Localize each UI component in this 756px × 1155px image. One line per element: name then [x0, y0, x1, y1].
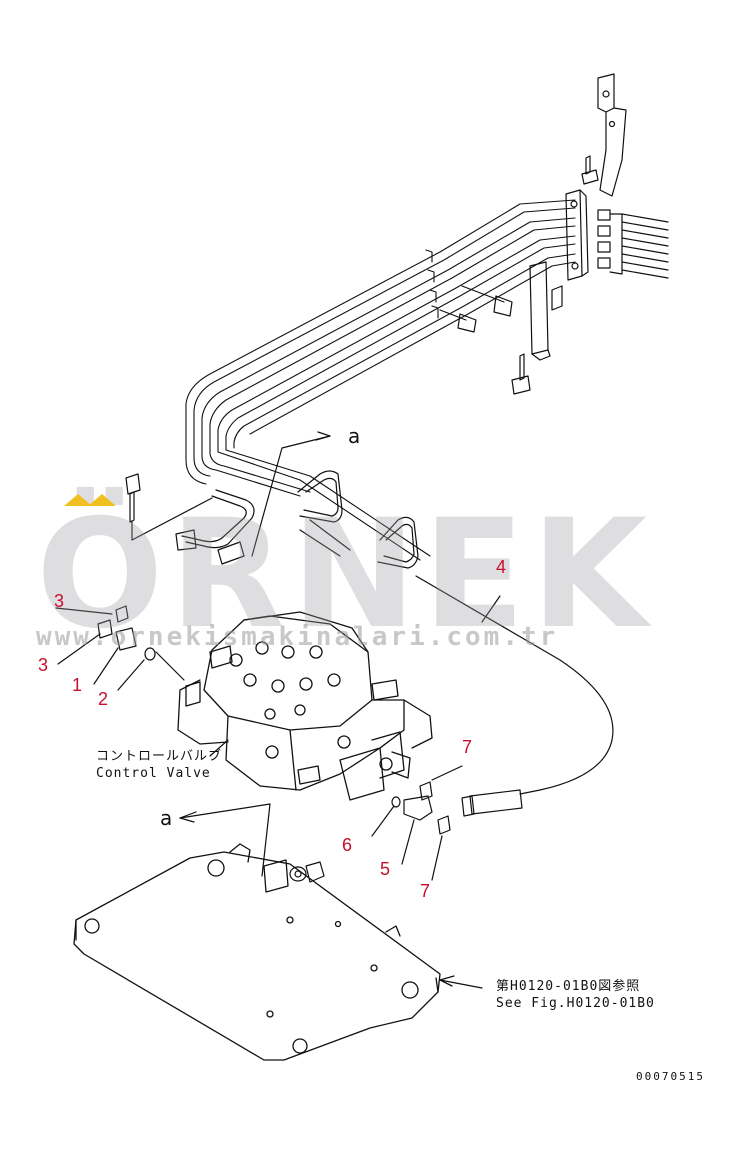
- view-marker-bottom: a: [160, 806, 173, 830]
- fittings-left: [55, 605, 185, 691]
- cv-leader: [209, 739, 229, 757]
- fittings-right: [371, 765, 463, 881]
- lower-bolt: [511, 353, 531, 395]
- callout-7-upper: 7: [462, 737, 473, 757]
- document-number: 00070515: [636, 1070, 705, 1083]
- callout-3-lower: 3: [38, 655, 49, 675]
- upper-bolt: [581, 155, 599, 185]
- manifold-block: [565, 189, 611, 281]
- control-valve: [177, 611, 433, 801]
- watermark-accent: [64, 494, 92, 506]
- hose-ends: [609, 213, 669, 279]
- bent-tubes: [175, 489, 255, 565]
- callout-7-lower: 7: [420, 881, 431, 901]
- callout-5: 5: [380, 859, 391, 879]
- control-valve-label-jp: コントロールバルブ: [96, 749, 223, 764]
- u-tubes: [297, 470, 419, 569]
- callout-1: 1: [72, 675, 83, 695]
- view-leaders: [251, 431, 331, 557]
- watermark-accent-2: [88, 494, 116, 506]
- see-fig-label-en: See Fig.H0120-01B0: [496, 996, 655, 1011]
- callout-3-upper: 3: [54, 591, 65, 611]
- left-bolt: [125, 473, 213, 541]
- pipe-bundle: [185, 199, 576, 561]
- upper-bracket: [597, 73, 627, 197]
- callout-6: 6: [342, 835, 353, 855]
- lower-view-leader: [179, 803, 271, 877]
- hose-4: [415, 575, 614, 817]
- washer-nut: [289, 861, 325, 883]
- see-fig-label-jp: 第H0120-01B0図参照: [496, 979, 641, 994]
- callout-2: 2: [98, 689, 109, 709]
- callout-4: 4: [496, 557, 507, 577]
- clamp-bolts: [439, 285, 513, 333]
- control-valve-label-en: Control Valve: [96, 766, 211, 781]
- view-marker-top: a: [348, 424, 361, 448]
- base-plate: [73, 843, 483, 1061]
- lower-bracket: [529, 261, 563, 361]
